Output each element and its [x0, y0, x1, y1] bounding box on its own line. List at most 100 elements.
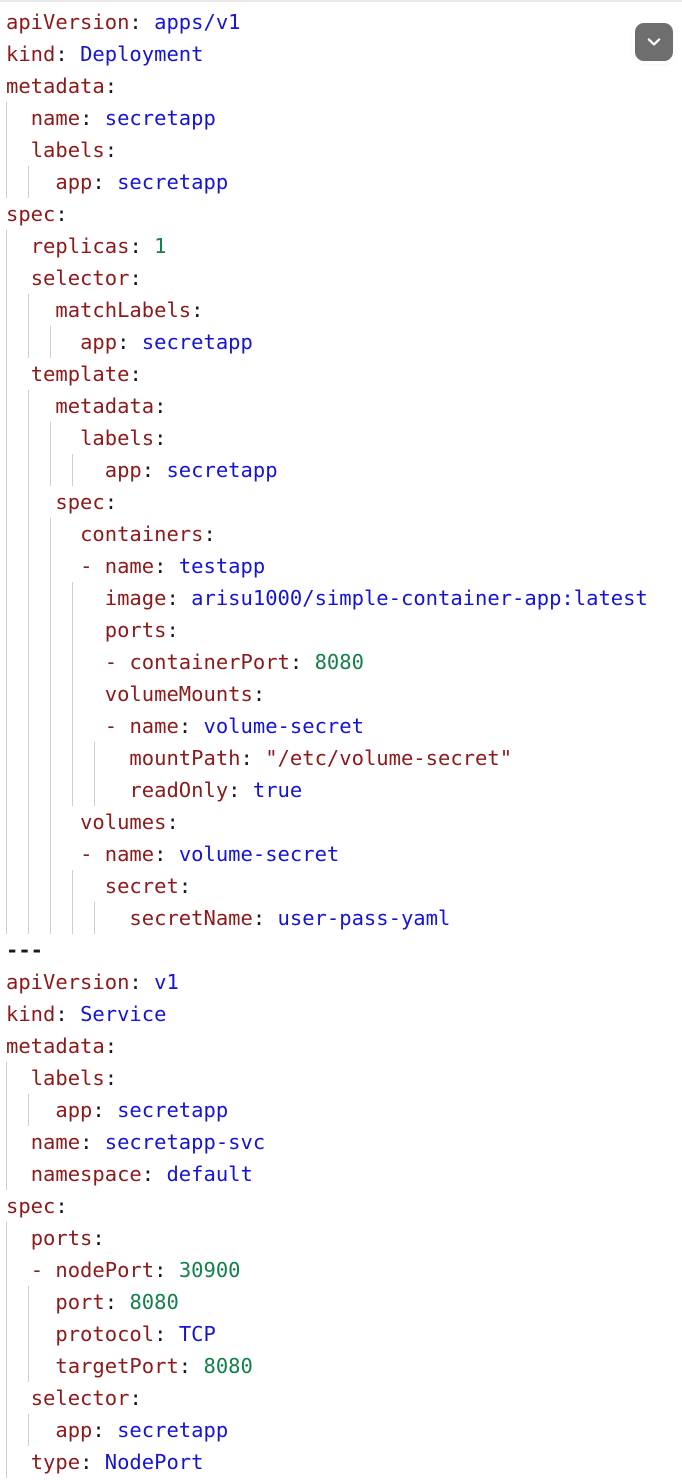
- code-token-punct: :: [154, 842, 179, 866]
- code-token-key: labels: [30, 1066, 105, 1090]
- code-line: volumeMounts:: [0, 678, 682, 710]
- code-indent: [6, 426, 80, 450]
- code-line: - name: testapp: [0, 550, 682, 582]
- code-indent: [6, 714, 105, 738]
- code-token-key: ports: [30, 1226, 93, 1250]
- code-indent: [6, 1258, 31, 1282]
- code-line: secretName: user-pass-yaml: [0, 902, 682, 934]
- code-token-punct: :: [141, 1162, 167, 1186]
- code-line: name: secretapp-svc: [0, 1126, 682, 1158]
- code-token-punct: :: [228, 778, 253, 802]
- code-indent: [6, 138, 31, 162]
- code-line: - containerPort: 8080: [0, 646, 682, 678]
- code-token-num: 8080: [203, 1354, 253, 1378]
- code-token-dash: -: [80, 554, 105, 578]
- code-token-val: volume-secret: [178, 842, 340, 866]
- code-line: type: NodePort: [0, 1446, 682, 1478]
- code-line-text: selector:: [6, 1386, 142, 1410]
- code-token-val: secretapp: [141, 330, 253, 354]
- chevron-down-icon: [644, 32, 664, 52]
- code-line: targetPort: 8080: [0, 1350, 682, 1382]
- code-line: spec:: [0, 486, 682, 518]
- code-token-punct: :: [203, 522, 216, 546]
- code-token-key: secretName: [129, 906, 253, 930]
- code-token-val: testapp: [178, 554, 266, 578]
- code-line-text: spec:: [6, 202, 68, 226]
- code-indent: [6, 1066, 31, 1090]
- code-token-punct: :: [92, 1226, 105, 1250]
- code-line: metadata:: [0, 390, 682, 422]
- code-token-key: port: [55, 1290, 105, 1314]
- code-indent: [6, 842, 80, 866]
- code-token-key: app: [55, 170, 93, 194]
- code-line-text: replicas: 1: [6, 234, 167, 258]
- code-line-text: protocol: TCP: [6, 1322, 215, 1346]
- code-token-punct: :: [154, 1258, 179, 1282]
- code-token-punct: :: [191, 298, 204, 322]
- code-token-dash: -: [104, 650, 130, 674]
- code-line: apiVersion: v1: [0, 966, 682, 998]
- code-indent: [6, 490, 55, 514]
- code-token-key: namespace: [30, 1162, 142, 1186]
- code-token-punct: :: [154, 394, 167, 418]
- code-token-num: 30900: [178, 1258, 241, 1282]
- code-token-val: secretapp-svc: [104, 1130, 266, 1154]
- code-line-text: - name: volume-secret: [6, 714, 364, 738]
- code-line-text: ports:: [6, 1226, 105, 1250]
- code-token-punct: :: [154, 1322, 179, 1346]
- code-indent: [6, 266, 31, 290]
- code-token-num: 8080: [314, 650, 364, 674]
- code-token-key: volumes: [80, 810, 167, 834]
- code-token-val: user-pass-yaml: [277, 906, 451, 930]
- code-line-text: spec:: [6, 490, 117, 514]
- code-line: name: secretapp: [0, 102, 682, 134]
- code-line: matchLabels:: [0, 294, 682, 326]
- code-line: port: 8080: [0, 1286, 682, 1318]
- code-line-text: labels:: [6, 1066, 117, 1090]
- code-token-punct: :: [92, 1418, 118, 1442]
- code-token-punct: :: [252, 682, 266, 706]
- code-token-key: name: [30, 1130, 81, 1154]
- code-token-key: template: [30, 362, 130, 386]
- code-token-punct: :: [141, 458, 167, 482]
- code-token-key: mountPath: [129, 746, 241, 770]
- code-line: - nodePort: 30900: [0, 1254, 682, 1286]
- code-line: app: secretapp: [0, 454, 682, 486]
- code-token-key: image: [104, 586, 167, 610]
- code-line-text: secret:: [6, 874, 191, 898]
- code-token-key: app: [104, 458, 142, 482]
- code-line-text: volumeMounts:: [6, 682, 265, 706]
- code-indent: [6, 170, 55, 194]
- code-token-key: kind: [6, 1002, 56, 1026]
- code-line: selector:: [0, 1382, 682, 1414]
- code-indent: [6, 1130, 31, 1154]
- code-token-key: apiVersion: [6, 970, 130, 994]
- code-line-text: mountPath: "/etc/volume-secret": [6, 746, 512, 770]
- code-line: app: secretapp: [0, 1094, 682, 1126]
- code-line-text: template:: [6, 362, 142, 386]
- code-token-key: replicas: [30, 234, 130, 258]
- code-token-key: apiVersion: [6, 10, 130, 34]
- code-token-val: Deployment: [80, 42, 204, 66]
- code-token-punct: :: [104, 490, 118, 514]
- code-line-text: app: secretapp: [6, 1098, 228, 1122]
- code-line-text: kind: Service: [6, 1002, 166, 1026]
- code-line: volumes:: [0, 806, 682, 838]
- code-token-punct: :: [178, 874, 192, 898]
- chevron-down-button[interactable]: [635, 23, 673, 61]
- code-token-key: spec: [55, 490, 105, 514]
- code-line: kind: Service: [0, 998, 682, 1030]
- code-line: ports:: [0, 614, 682, 646]
- code-line: labels:: [0, 134, 682, 166]
- code-line: replicas: 1: [0, 230, 682, 262]
- code-line-text: image: arisu1000/simple-container-app:la…: [6, 586, 648, 610]
- code-token-key: containers: [80, 522, 204, 546]
- code-line-text: labels:: [6, 426, 166, 450]
- code-line-text: namespace: default: [6, 1162, 253, 1186]
- code-indent: [6, 778, 129, 802]
- code-line: apiVersion: apps/v1: [0, 6, 682, 38]
- code-token-key: metadata: [6, 74, 105, 98]
- code-line-text: app: secretapp: [6, 330, 253, 354]
